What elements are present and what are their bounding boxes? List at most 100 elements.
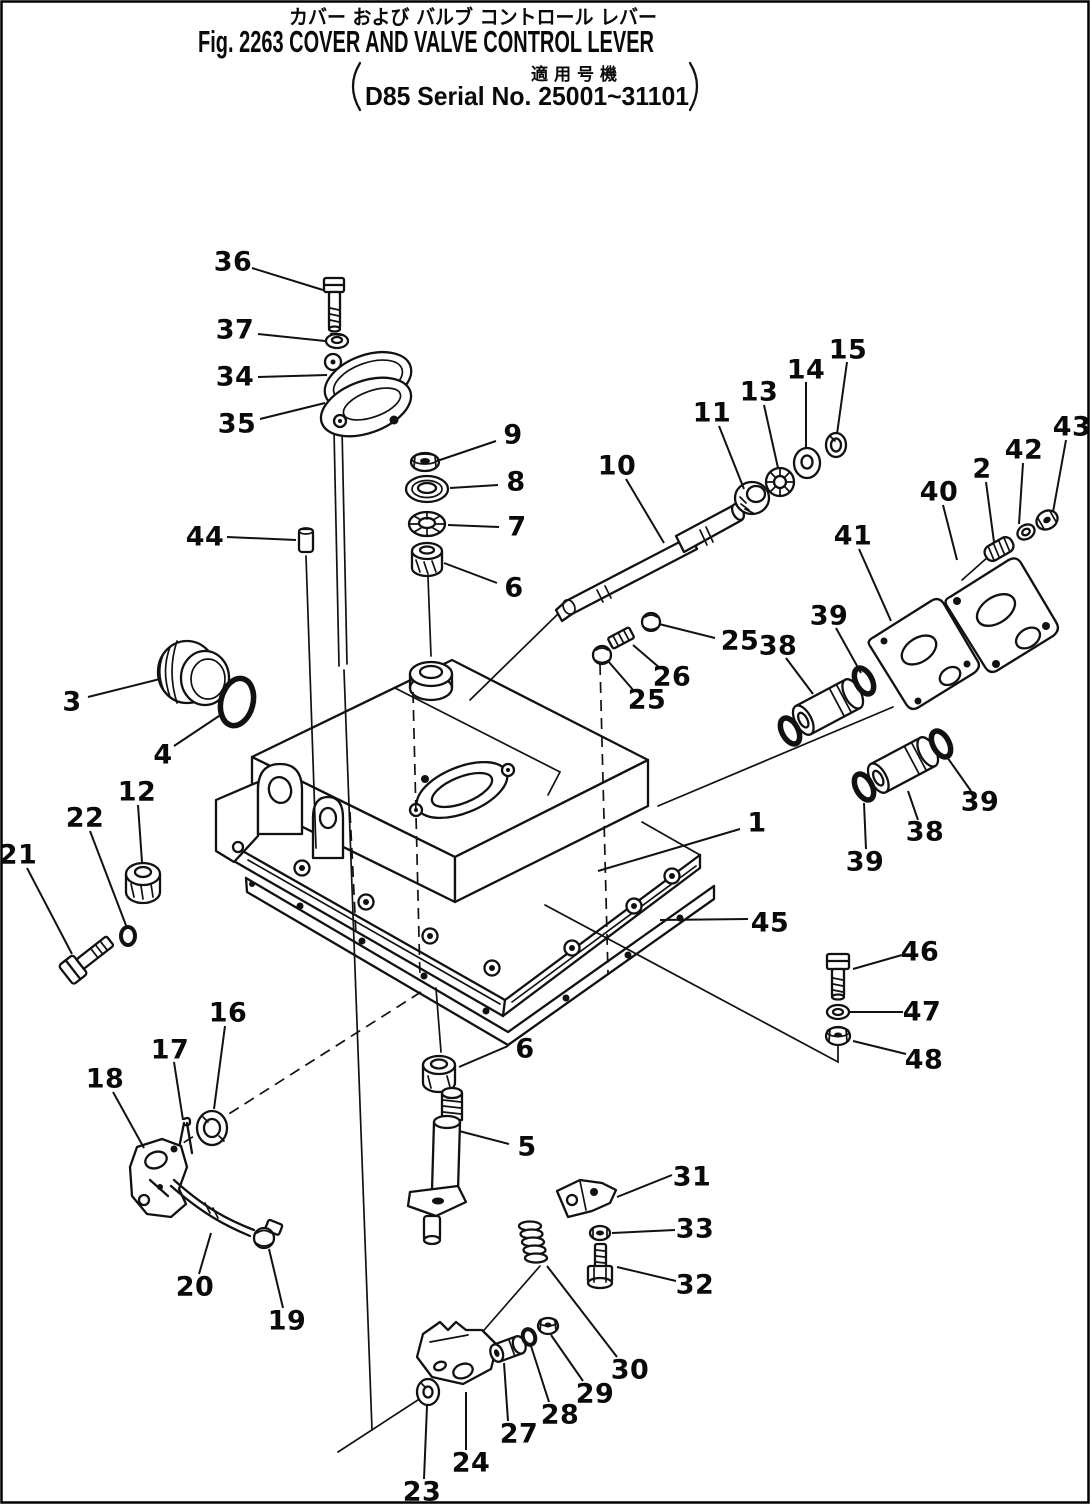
part-leader-10-11 [625, 478, 665, 544]
part-43-nut [1035, 509, 1059, 531]
part-label-19-41: 19 [268, 1306, 307, 1337]
part-7-lock-plate [407, 510, 447, 538]
part-label-29-48: 29 [576, 1379, 615, 1410]
part-21-bolt [58, 935, 115, 985]
part-label-13-13: 13 [740, 377, 779, 408]
part-label-25-22: 25 [721, 626, 760, 657]
part-label-22-27: 22 [66, 803, 105, 834]
part-leader-35-3 [259, 402, 326, 420]
part-26-detent-spring [607, 626, 635, 650]
part-label-8-5: 8 [506, 467, 525, 498]
part-11-bearing-cup [733, 480, 771, 516]
part-leader-41-20 [858, 548, 892, 622]
part-37-lock-washer [324, 332, 350, 350]
part-23-washer [415, 1377, 441, 1407]
part-leader-15-15 [836, 361, 848, 435]
part-24-lever-clamp [415, 1320, 499, 1386]
part-3-plug [156, 639, 231, 707]
part-4-oring [217, 675, 257, 729]
part-label-10-11: 10 [598, 451, 637, 482]
part-22-washer [119, 925, 137, 947]
part-leader-16-37 [213, 1025, 226, 1110]
part-48-nut [824, 1025, 852, 1047]
part-label-42-17: 42 [1005, 435, 1044, 466]
part-label-38-23: 38 [759, 631, 798, 662]
part-leader-25-22 [658, 623, 716, 639]
part-leader-36-0 [251, 267, 324, 291]
part-39-oring-c [851, 771, 877, 803]
part-label-6-42: 6 [515, 1034, 534, 1065]
part-leader-34-2 [257, 374, 328, 378]
part-leader-22-27 [89, 830, 128, 929]
part-leader-29-48 [550, 1334, 584, 1382]
part-label-45-30: 45 [751, 908, 790, 939]
serial-note-english: D85 Serial No. 25001~31101 [365, 81, 689, 111]
part-leader-6-42 [458, 1045, 509, 1068]
part-leader-23-52 [423, 1405, 428, 1480]
part-label-12-26: 12 [118, 777, 157, 808]
part-19-ball-end [252, 1218, 284, 1250]
paren-right [688, 61, 699, 112]
part-29-nut [536, 1316, 560, 1336]
part-leader-32-46 [616, 1266, 677, 1282]
part-label-37-1: 37 [216, 315, 255, 346]
part-leader-43-16 [1052, 439, 1067, 513]
part-10-shaft [554, 502, 746, 623]
part-6-bushing-lower [421, 1054, 457, 1094]
part-label-34-2: 34 [216, 362, 255, 393]
part-40-plate [944, 557, 1060, 674]
part-leader-38-23 [785, 657, 814, 695]
part-12-bushing [124, 861, 162, 905]
part-leader-13-13 [763, 404, 779, 469]
part-label-23-52: 23 [403, 1477, 442, 1505]
part-35-cover-gasket [319, 376, 413, 438]
part-label-40-19: 40 [920, 477, 959, 508]
part-label-43-16: 43 [1053, 412, 1090, 443]
cover-side-wing [214, 780, 260, 864]
figure-header: カバー および バルブ コントロール レバー Fig. 2263 COVER A… [198, 5, 699, 112]
figure-title-english: Fig. 2263 COVER AND VALVE CONTROL LEVER [198, 24, 654, 59]
part-8-washer [404, 474, 450, 504]
part-39-oring-b [777, 715, 803, 747]
part-label-28-49: 28 [541, 1400, 580, 1431]
part-32-bolt [586, 1242, 614, 1290]
part-leader-12-26 [137, 804, 143, 863]
part-30-spring [517, 1220, 549, 1264]
part-label-16-37: 16 [209, 998, 248, 1029]
part-label-33-45: 33 [676, 1214, 715, 1245]
part-leader-46-34 [852, 954, 903, 970]
part-16-seal-ring [195, 1109, 229, 1147]
part-leader-44-8 [226, 536, 297, 541]
part-label-6-7: 6 [504, 573, 523, 604]
part-39-oring-a [851, 665, 877, 697]
part-leader-18-39 [112, 1091, 145, 1149]
projection-lines [171, 427, 989, 1453]
part-leader-39-31 [946, 756, 972, 792]
part-label-39-31: 39 [961, 787, 1000, 818]
part-label-4-10: 4 [153, 740, 172, 771]
part-leader-40-19 [942, 504, 958, 561]
part-33-nut [588, 1224, 612, 1242]
part-46-bolt [825, 952, 851, 1001]
part-47-lock-washer [825, 1003, 851, 1021]
part-label-35-3: 35 [218, 409, 257, 440]
part-label-30-47: 30 [611, 1355, 650, 1386]
part-label-11-12: 11 [693, 398, 732, 429]
part-leader-39-21 [835, 627, 862, 674]
part-leader-19-41 [268, 1248, 284, 1309]
part-label-24-51: 24 [452, 1448, 491, 1479]
part-39-oring-d [928, 728, 954, 760]
paren-left [351, 61, 362, 112]
part-leader-26-24 [632, 644, 662, 670]
part-leader-39-33 [863, 802, 867, 850]
part-label-32-46: 32 [676, 1270, 715, 1301]
part-label-1-29: 1 [747, 808, 766, 839]
part-leader-31-44 [616, 1174, 673, 1198]
part-label-36-0: 36 [214, 247, 253, 278]
part-leader-6-7 [443, 562, 498, 584]
part-28-washer [520, 1327, 538, 1347]
part-label-41-20: 41 [834, 521, 873, 552]
part-label-14-14: 14 [787, 355, 826, 386]
